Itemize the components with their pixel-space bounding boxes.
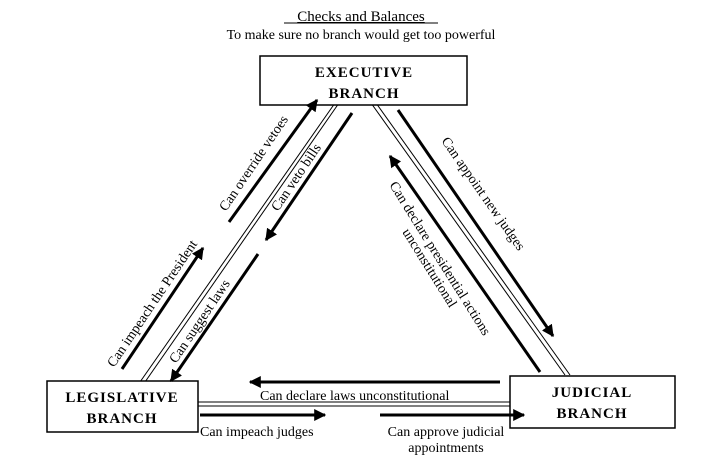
arrow-override-vetoes [227,99,319,223]
arrow-appoint-judges [396,109,555,337]
legislative-line1: LEGISLATIVE [65,390,178,406]
edge-exec-judicial-b [375,102,571,376]
executive-line2: BRANCH [328,86,399,102]
label-approve-appointments-line2: appointments [408,441,483,456]
label-declare-laws: Can declare laws unconstitutional [260,389,449,404]
executive-branch-box: EXECUTIVE BRANCH [259,55,468,106]
arrow-suggest-laws [169,253,260,382]
diagram-title: Checks and Balances [297,9,425,25]
arrow-impeach-president [120,247,205,370]
judicial-line1: JUDICIAL [552,385,633,401]
edge-exec-legislative-b [144,102,340,383]
legislative-branch-box: LEGISLATIVE BRANCH [46,380,199,433]
judicial-branch-box: JUDICIAL BRANCH [509,375,676,429]
judicial-line2: BRANCH [556,406,627,422]
arrow-declare-actions [388,155,542,373]
label-veto-bills: Can veto bills [269,141,325,214]
label-declare-actions-line1: Can declare presidential actions [386,179,493,338]
edge-exec-legislative-a [139,102,336,383]
label-approve-appointments-line1: Can approve judicial [388,425,505,440]
diagram-subtitle: To make sure no branch would get too pow… [227,28,496,43]
legislative-line2: BRANCH [86,411,157,427]
arrow-veto-bills [264,112,354,241]
edge-exec-judicial-a [370,102,566,376]
label-impeach-judges: Can impeach judges [200,425,314,440]
executive-line1: EXECUTIVE [315,65,413,81]
label-suggest-laws: Can suggest laws [167,277,234,366]
triangle-edges [139,102,571,407]
